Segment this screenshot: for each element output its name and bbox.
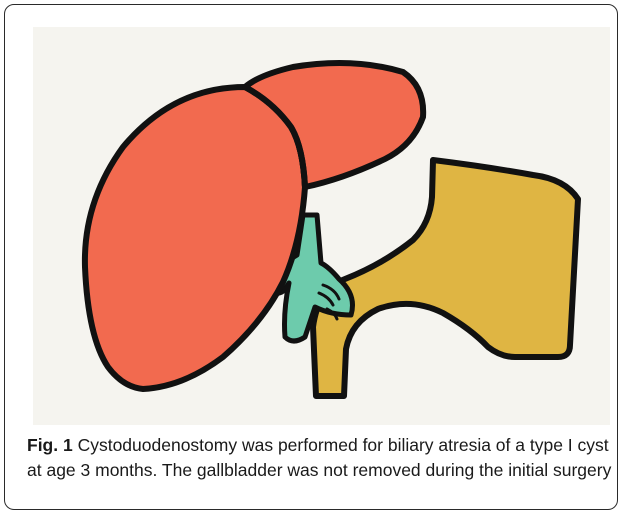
liver-right-lobe xyxy=(85,87,305,389)
duodenum xyxy=(313,160,578,396)
figure-frame: Fig. 1 Cystoduodenostomy was performed f… xyxy=(4,4,618,510)
figure-caption-text: Cystoduodenostomy was performed for bili… xyxy=(27,435,611,480)
figure-label: Fig. 1 xyxy=(27,435,73,455)
figure-illustration xyxy=(33,27,610,425)
illustration-svg xyxy=(33,27,610,425)
figure-caption: Fig. 1 Cystoduodenostomy was performed f… xyxy=(27,433,617,482)
